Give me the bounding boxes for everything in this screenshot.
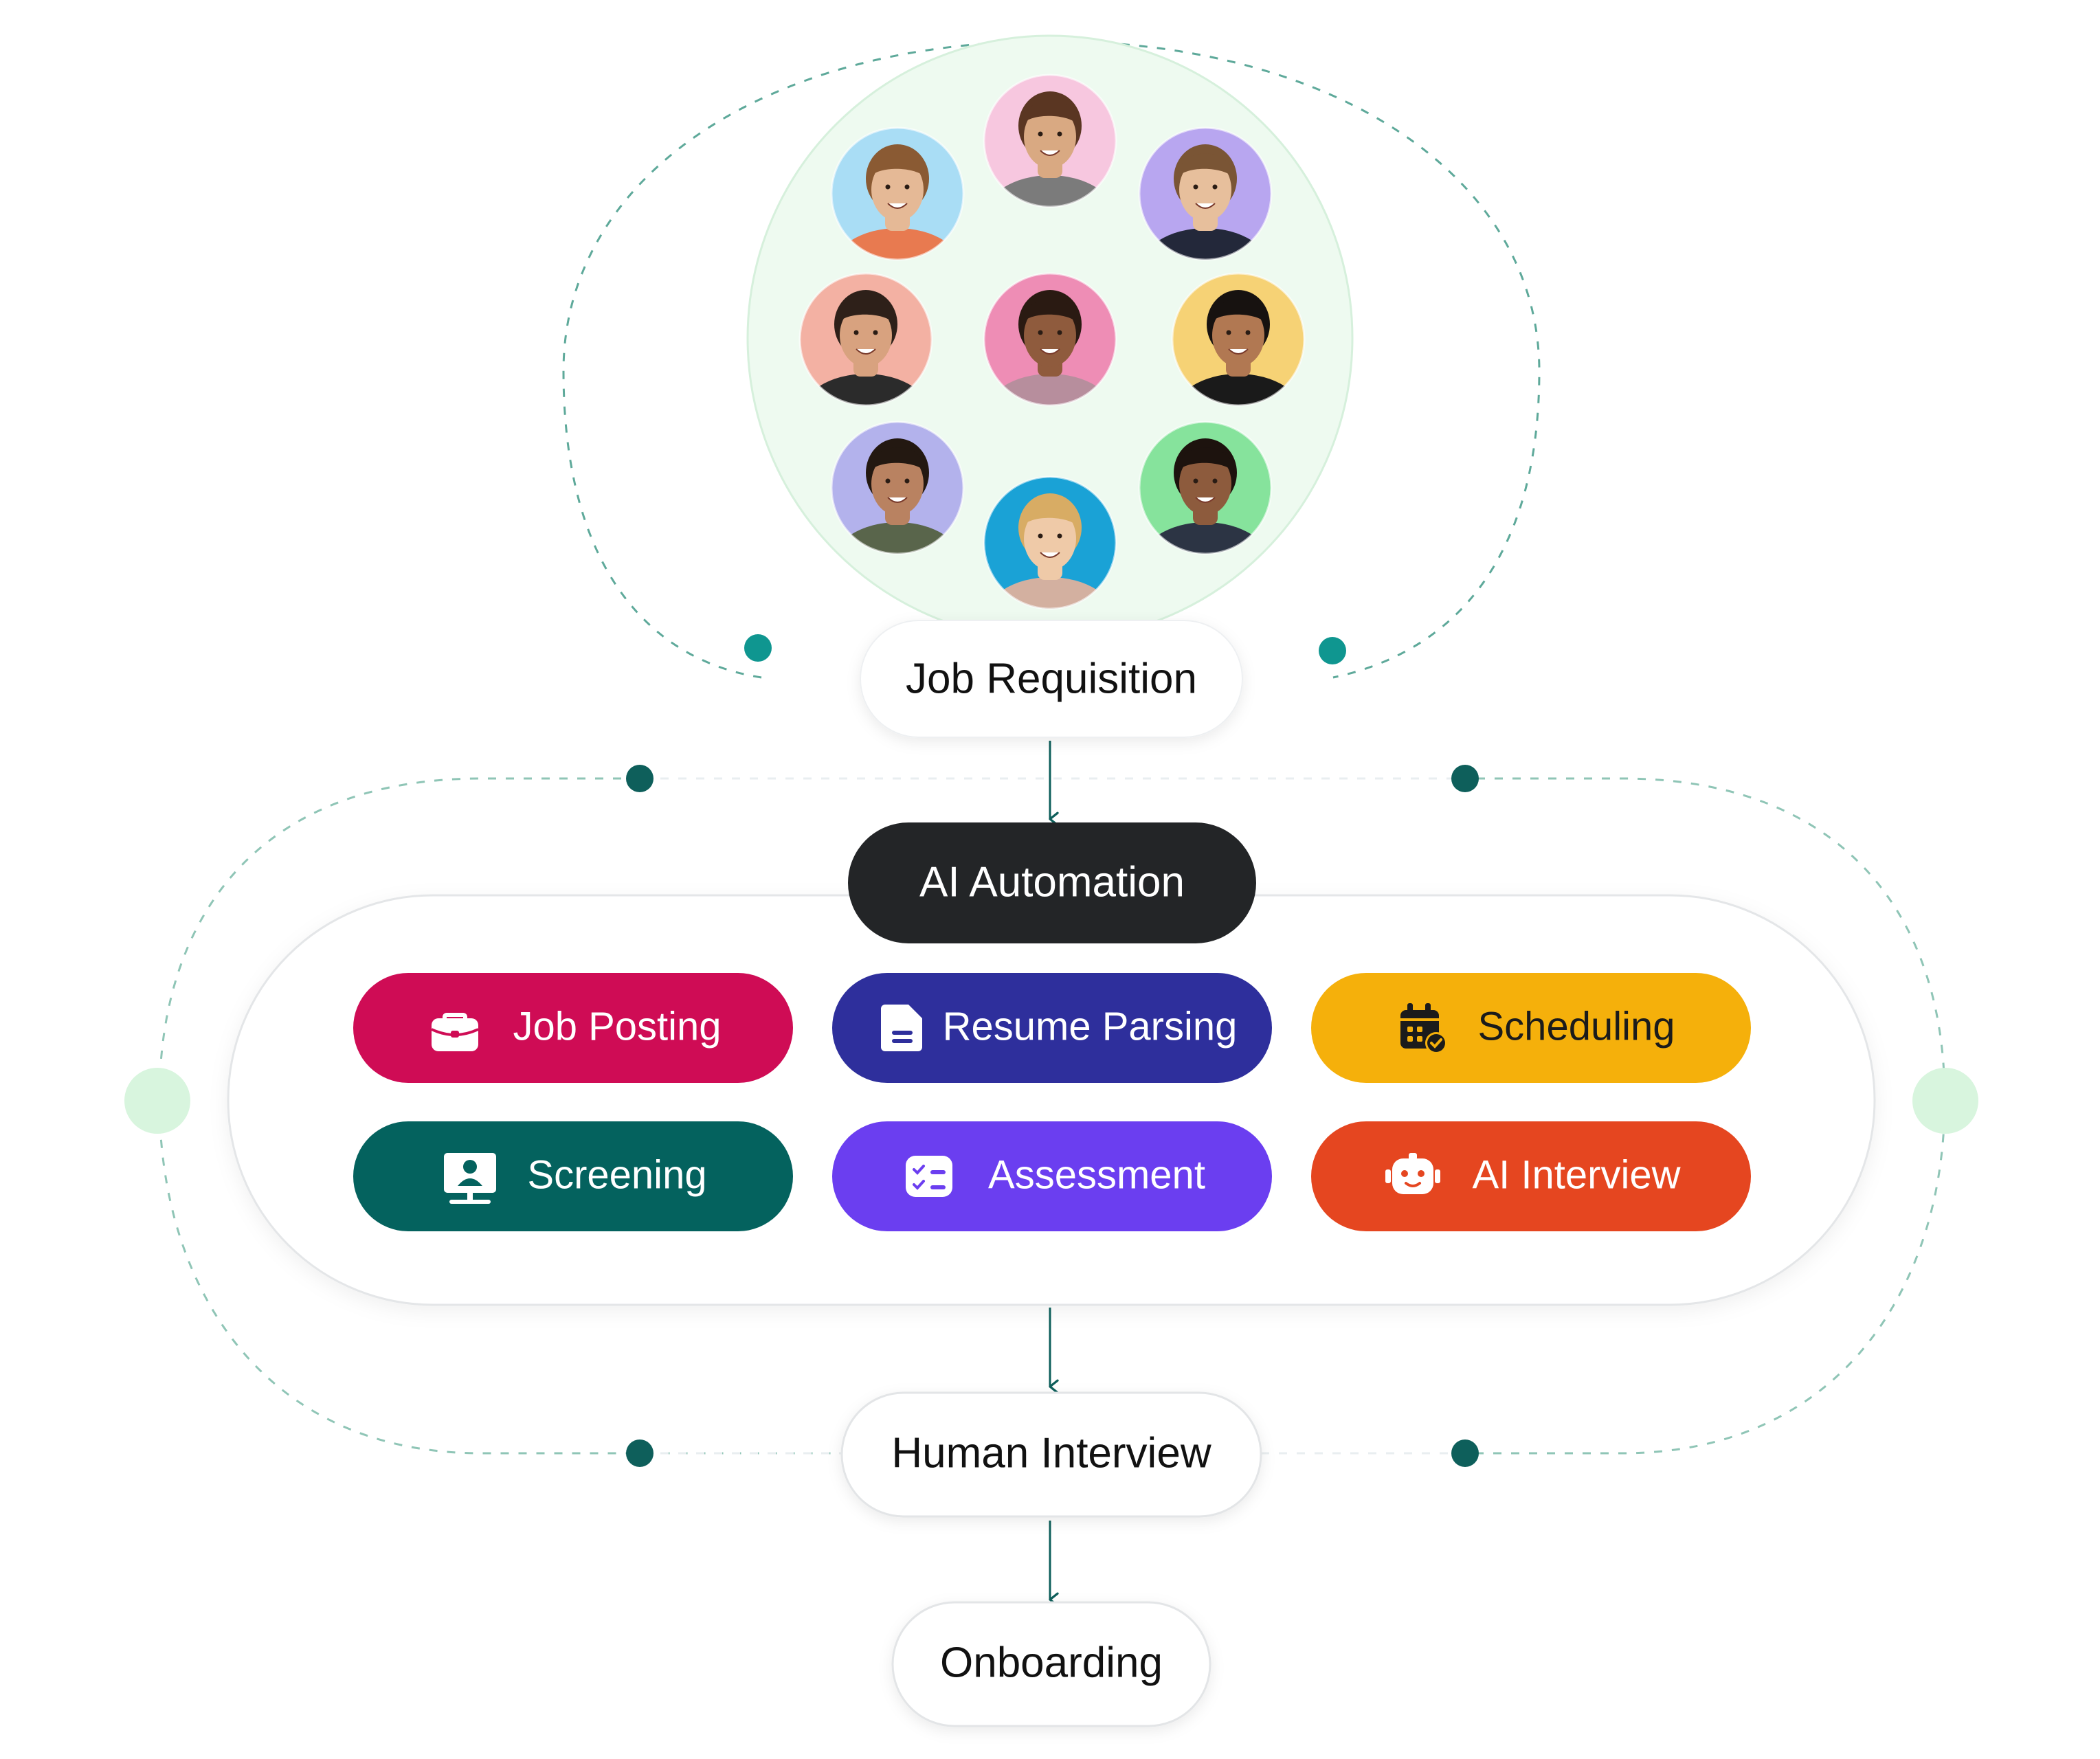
automation-container: [227, 894, 1876, 1306]
monitor-user-icon: [444, 1153, 496, 1204]
loop-node-right: [1912, 1068, 1978, 1134]
step-resume-parsing: Resume Parsing: [832, 973, 1272, 1083]
loop-dot-bottom-right: [1451, 1439, 1479, 1467]
job-requisition-label: Job Requisition: [906, 655, 1197, 702]
step-label-assessment: Assessment: [988, 1152, 1205, 1197]
orbit-dot-left: [744, 634, 772, 662]
orbit-dot-right: [1319, 637, 1346, 664]
step-label-ai-interview: AI Interview: [1473, 1152, 1682, 1197]
step-scheduling: Scheduling: [1311, 973, 1751, 1083]
loop-dot-top-left: [626, 765, 654, 792]
step-assessment: Assessment: [832, 1121, 1272, 1231]
ai-automation-node: AI Automation: [848, 822, 1256, 943]
step-label-resume-parsing: Resume Parsing: [943, 1004, 1238, 1049]
document-icon: [881, 1005, 922, 1051]
ai-automation-label: AI Automation: [919, 858, 1185, 906]
step-job-posting: Job Posting: [353, 973, 793, 1083]
robot-icon: [1385, 1153, 1440, 1194]
step-screening: Screening: [353, 1121, 793, 1231]
candidate-avatar-6: [1171, 272, 1306, 407]
loop-dot-bottom-left: [626, 1439, 654, 1467]
step-label-scheduling: Scheduling: [1478, 1004, 1675, 1049]
candidate-avatar-5: [983, 272, 1117, 407]
step-ai-interview: AI Interview: [1311, 1121, 1751, 1231]
loop-node-left: [124, 1068, 190, 1134]
candidate-avatar-8: [983, 475, 1117, 610]
human-interview-node: Human Interview: [840, 1391, 1262, 1518]
candidate-avatars: [798, 74, 1306, 610]
candidate-avatar-1: [983, 74, 1117, 208]
loop-dot-top-right: [1451, 765, 1479, 792]
candidate-avatar-9: [1138, 421, 1273, 555]
briefcase-icon: [431, 1013, 479, 1051]
onboarding-node: Onboarding: [891, 1601, 1211, 1727]
step-label-job-posting: Job Posting: [513, 1004, 721, 1049]
automation-steps: Job Posting Resume Parsing SchedulingScree…: [353, 973, 1751, 1231]
candidate-avatar-7: [830, 421, 965, 555]
human-interview-label: Human Interview: [891, 1429, 1211, 1477]
onboarding-label: Onboarding: [940, 1639, 1163, 1686]
candidate-avatar-2: [830, 126, 965, 261]
candidate-avatar-3: [1138, 126, 1273, 261]
step-label-screening: Screening: [527, 1152, 706, 1197]
job-requisition-node: Job Requisition: [860, 620, 1243, 738]
checklist-icon: [906, 1156, 952, 1197]
calendar-check-icon: [1400, 1003, 1447, 1054]
candidate-avatar-4: [798, 272, 933, 407]
top-dashed-orbit: [562, 40, 1541, 679]
